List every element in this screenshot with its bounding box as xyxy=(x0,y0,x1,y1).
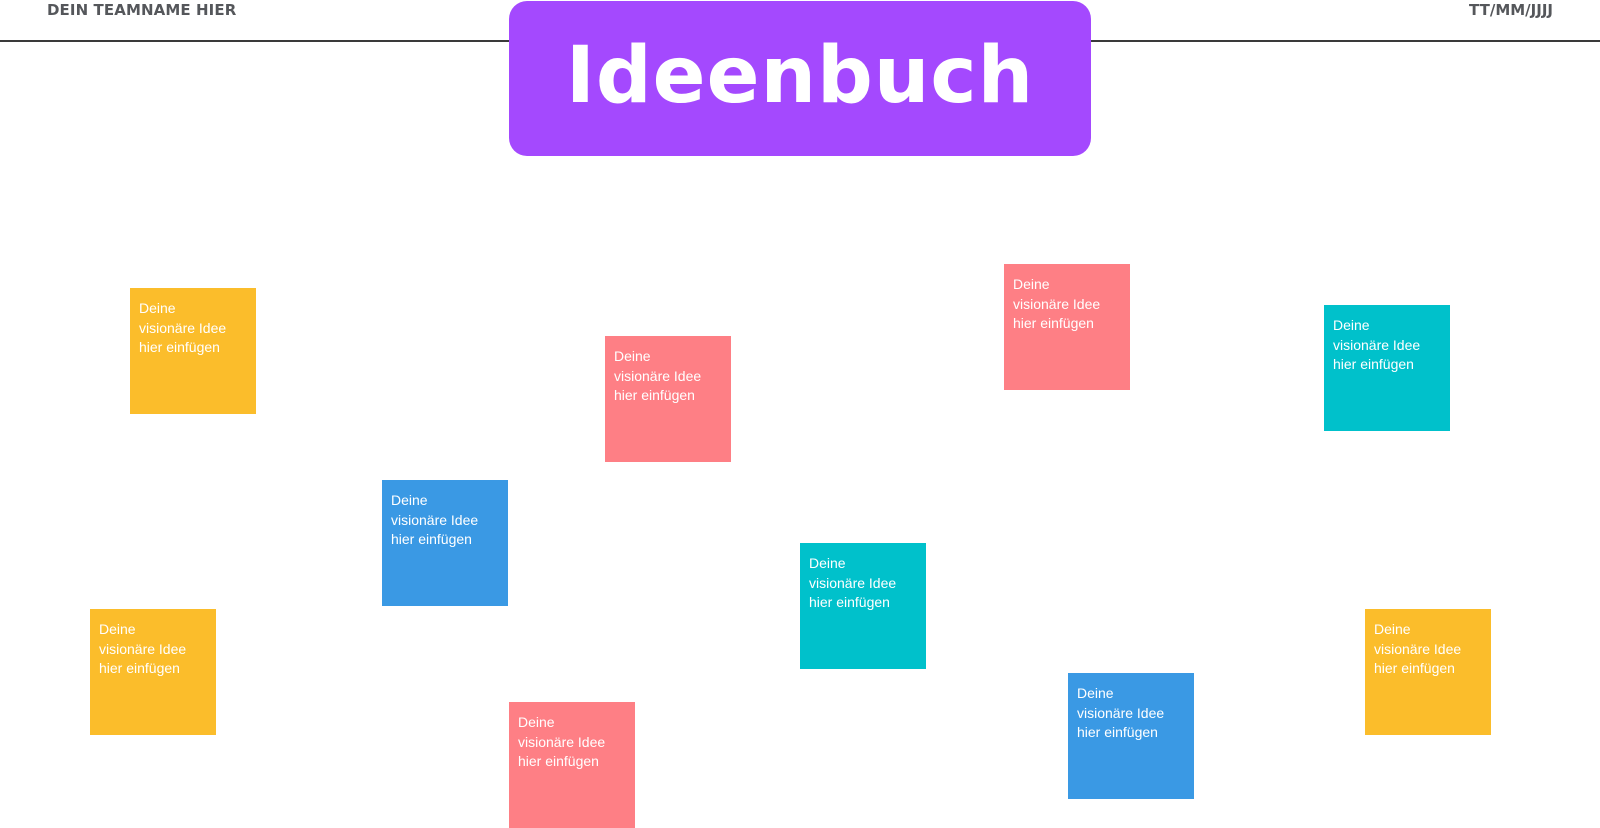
sticky-note[interactable]: Deine visionäre Idee hier einfügen xyxy=(1324,305,1450,431)
sticky-note-text: Deine visionäre Idee hier einfügen xyxy=(1013,276,1101,331)
sticky-note-text: Deine visionäre Idee hier einfügen xyxy=(139,300,227,355)
sticky-note-text: Deine visionäre Idee hier einfügen xyxy=(391,492,479,547)
sticky-note-text: Deine visionäre Idee hier einfügen xyxy=(614,348,702,403)
sticky-note-text: Deine visionäre Idee hier einfügen xyxy=(99,621,187,676)
sticky-note[interactable]: Deine visionäre Idee hier einfügen xyxy=(90,609,216,735)
title-banner[interactable]: Ideenbuch xyxy=(509,1,1091,156)
sticky-note[interactable]: Deine visionäre Idee hier einfügen xyxy=(382,480,508,606)
sticky-note-text: Deine visionäre Idee hier einfügen xyxy=(809,555,897,610)
sticky-note[interactable]: Deine visionäre Idee hier einfügen xyxy=(1004,264,1130,390)
sticky-note[interactable]: Deine visionäre Idee hier einfügen xyxy=(509,702,635,828)
sticky-note[interactable]: Deine visionäre Idee hier einfügen xyxy=(130,288,256,414)
sticky-note[interactable]: Deine visionäre Idee hier einfügen xyxy=(605,336,731,462)
sticky-note[interactable]: Deine visionäre Idee hier einfügen xyxy=(800,543,926,669)
sticky-note[interactable]: Deine visionäre Idee hier einfügen xyxy=(1068,673,1194,799)
sticky-note-text: Deine visionäre Idee hier einfügen xyxy=(1333,317,1421,372)
sticky-note[interactable]: Deine visionäre Idee hier einfügen xyxy=(1365,609,1491,735)
team-name[interactable]: DEIN TEAMNAME HIER xyxy=(47,1,237,19)
date-field[interactable]: TT/MM/JJJJ xyxy=(1469,1,1553,19)
sticky-note-text: Deine visionäre Idee hier einfügen xyxy=(1374,621,1462,676)
sticky-note-text: Deine visionäre Idee hier einfügen xyxy=(1077,685,1165,740)
page-title: Ideenbuch xyxy=(565,30,1035,121)
sticky-note-text: Deine visionäre Idee hier einfügen xyxy=(518,714,606,769)
